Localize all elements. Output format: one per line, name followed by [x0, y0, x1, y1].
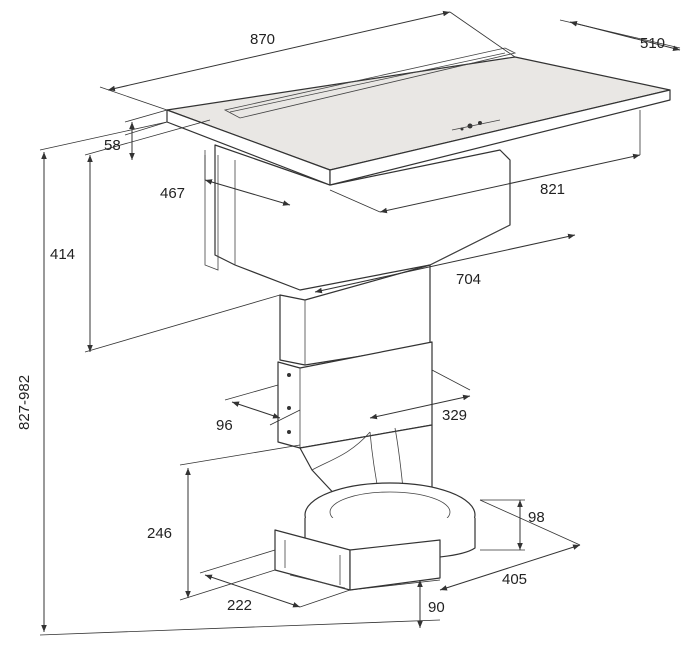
dim-704: 704 [456, 271, 481, 288]
dim-222: 222 [227, 597, 252, 614]
dim-405: 405 [502, 571, 527, 588]
dim-510: 510 [640, 35, 665, 52]
dim-414: 414 [50, 246, 75, 263]
dim-96: 96 [216, 417, 233, 434]
dim-467: 467 [160, 185, 185, 202]
dim-90: 90 [428, 599, 445, 616]
dim-827-982: 827-982 [16, 375, 33, 430]
dim-98: 98 [528, 509, 545, 526]
upper-housing-left-plate [204, 150, 219, 271]
dim-870: 870 [250, 31, 275, 48]
dimension-lines [39, 10, 681, 636]
dim-58: 58 [104, 137, 121, 154]
dimension-labels: 870 510 58 414 827-982 467 821 704 96 32… [16, 31, 665, 616]
dim-329: 329 [442, 407, 467, 424]
product-outline [204, 144, 511, 591]
dim-821: 821 [540, 181, 565, 198]
dim-246: 246 [147, 525, 172, 542]
